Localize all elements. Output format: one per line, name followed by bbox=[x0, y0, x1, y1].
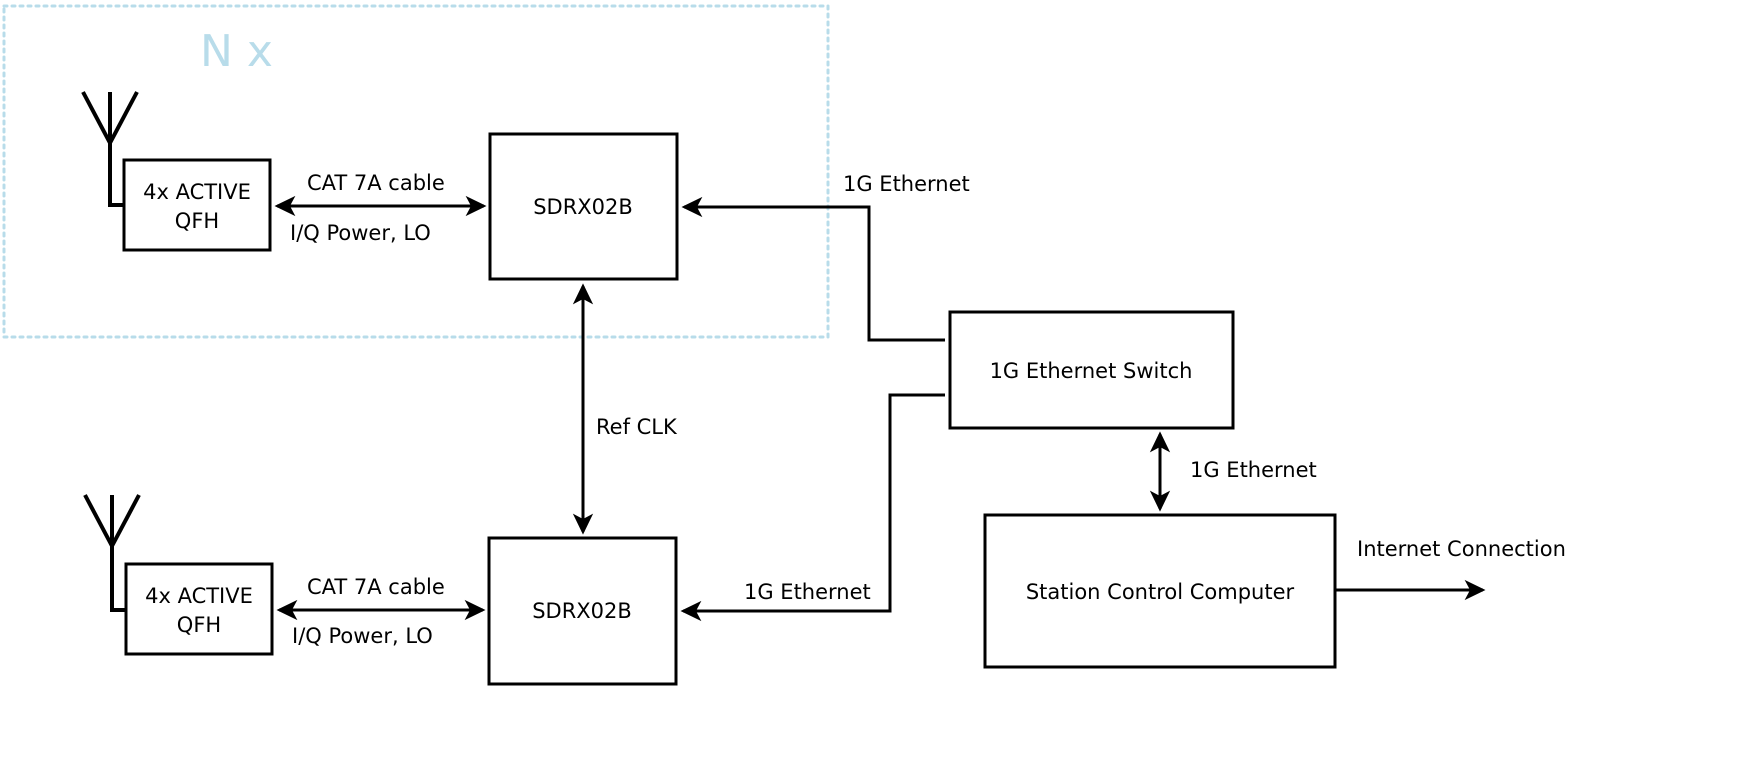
block-ethernet-switch-label: 1G Ethernet Switch bbox=[990, 359, 1193, 383]
label-cat7a-bottom: CAT 7A cable bbox=[307, 575, 445, 599]
block-ethernet-switch[interactable]: 1G Ethernet Switch bbox=[948, 310, 1235, 430]
link-ref-clk: Ref CLK bbox=[572, 283, 678, 535]
block-qfh-bottom[interactable]: 4x ACTIVE QFH bbox=[124, 562, 274, 656]
block-sdrx-bottom[interactable]: SDRX02B bbox=[487, 536, 678, 686]
label-iq-power-lo-top: I/Q Power, LO bbox=[290, 221, 431, 245]
label-cat7a-top: CAT 7A cable bbox=[307, 171, 445, 195]
block-sdrx-top[interactable]: SDRX02B bbox=[488, 132, 679, 281]
link-eth-top-path bbox=[681, 196, 945, 342]
link-eth-top: 1G Ethernet bbox=[681, 172, 970, 342]
block-qfh-bottom-label-line2: QFH bbox=[177, 613, 221, 637]
block-qfh-bottom-rect[interactable] bbox=[124, 562, 274, 656]
antenna-icon-top bbox=[81, 91, 139, 207]
block-qfh-top-label-line1: 4x ACTIVE bbox=[143, 180, 251, 204]
label-internet-connection: Internet Connection bbox=[1357, 537, 1566, 561]
label-eth-switch-computer: 1G Ethernet bbox=[1190, 458, 1317, 482]
label-iq-power-lo-bottom: I/Q Power, LO bbox=[292, 624, 433, 648]
block-sdrx-bottom-label: SDRX02B bbox=[532, 599, 632, 623]
block-sdrx-top-rect[interactable] bbox=[488, 132, 679, 281]
link-qfh-sdrx-top: CAT 7A cable I/Q Power, LO bbox=[274, 171, 487, 245]
link-qfh-sdrx-bottom: CAT 7A cable I/Q Power, LO bbox=[276, 575, 486, 648]
block-ethernet-switch-rect[interactable] bbox=[948, 310, 1235, 430]
link-eth-bottom: 1G Ethernet bbox=[680, 393, 945, 622]
link-internet: Internet Connection bbox=[1335, 537, 1566, 601]
block-qfh-bottom-label-line1: 4x ACTIVE bbox=[145, 584, 253, 608]
label-eth-top: 1G Ethernet bbox=[843, 172, 970, 196]
link-switch-computer: 1G Ethernet bbox=[1149, 431, 1317, 512]
nx-group-boundary: N x bbox=[2, 4, 830, 339]
block-station-control-computer-label: Station Control Computer bbox=[1026, 580, 1295, 604]
block-sdrx-bottom-rect[interactable] bbox=[487, 536, 678, 686]
nx-group-rect bbox=[2, 4, 830, 339]
antenna-icon-bottom bbox=[83, 494, 141, 612]
block-station-control-computer[interactable]: Station Control Computer bbox=[983, 513, 1337, 669]
label-eth-bottom: 1G Ethernet bbox=[744, 580, 871, 604]
block-qfh-top[interactable]: 4x ACTIVE QFH bbox=[122, 158, 272, 252]
block-sdrx-top-label: SDRX02B bbox=[533, 195, 633, 219]
nx-group-label: N x bbox=[200, 26, 273, 77]
label-ref-clk: Ref CLK bbox=[596, 415, 678, 439]
block-station-control-computer-rect[interactable] bbox=[983, 513, 1337, 669]
block-qfh-top-rect[interactable] bbox=[122, 158, 272, 252]
link-eth-bottom-path bbox=[680, 393, 945, 622]
block-qfh-top-label-line2: QFH bbox=[175, 209, 219, 233]
